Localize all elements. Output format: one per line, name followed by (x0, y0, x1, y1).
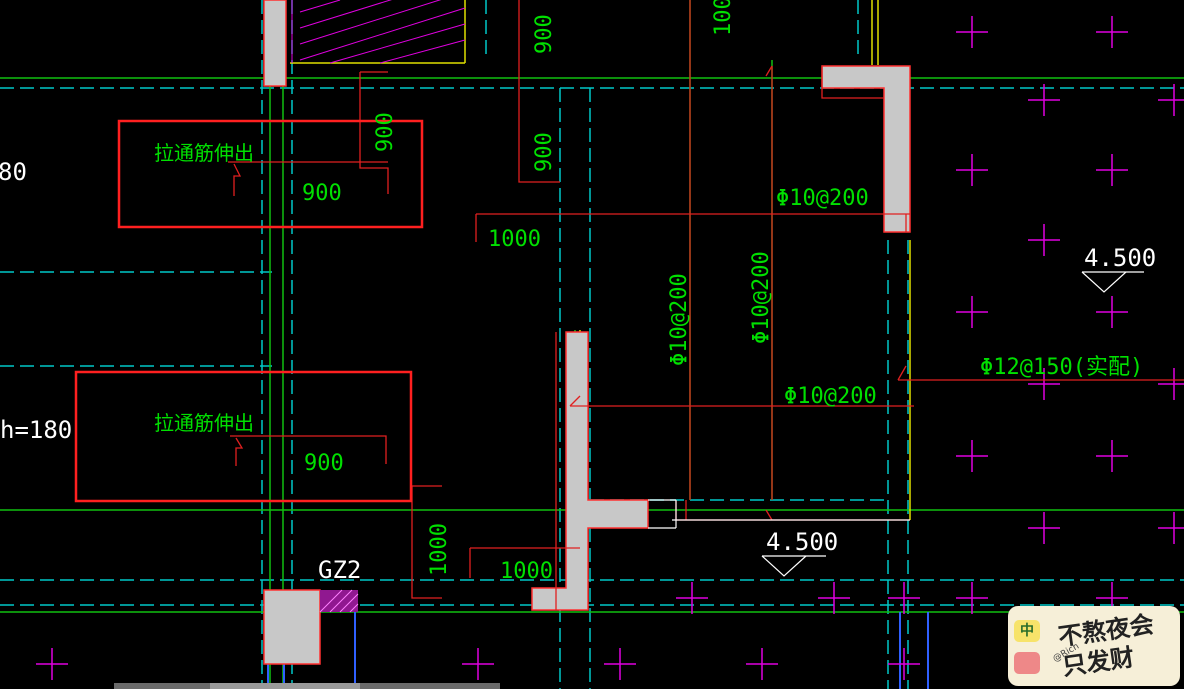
rebar-lines (228, 0, 1184, 610)
dim-900-vertical-c: 900 (532, 132, 557, 172)
column-hatch (319, 589, 359, 613)
rebar-horizontal-mid: Φ10@200 (784, 384, 877, 409)
blue-lines (267, 612, 929, 689)
column-gz2 (263, 589, 321, 665)
elevation-right: 4.500 (1084, 244, 1156, 272)
rebar-vertical-left: Φ10@200 (667, 273, 692, 366)
elevation-markers (761, 271, 1144, 577)
watermark-text: 不熬夜会 只发财 (1056, 606, 1180, 682)
dim-1000-vertical-low: 1000 (427, 523, 452, 576)
left-label-h180: h=180 (0, 416, 72, 444)
rebar-right: Φ12@150(实配) (980, 355, 1143, 380)
left-label-partial: 80 (0, 158, 27, 186)
wall-outlines (648, 499, 910, 529)
scrollbar-thumb[interactable] (210, 683, 360, 689)
chip-icon: 中 (1014, 620, 1040, 642)
highlight-box-2 (74, 370, 413, 503)
walls (263, 0, 911, 665)
hatch-region (291, 0, 466, 64)
highlight-box-1 (117, 119, 424, 229)
dim-900-vertical-a: 900 (373, 112, 398, 152)
box2-dim: 900 (304, 451, 344, 476)
wall-center-L (531, 331, 649, 611)
watermark-sticker: 中 @Rich 不熬夜会 只发财 (1008, 606, 1180, 686)
horizontal-scrollbar[interactable] (114, 683, 500, 689)
rebar-top-right: Φ10@200 (776, 186, 869, 211)
box2-note: 拉通筋伸出 (154, 411, 254, 435)
box1-note: 拉通筋伸出 (154, 141, 254, 165)
shirt-icon (1014, 652, 1040, 674)
wall-top-left (263, 0, 287, 87)
column-label-gz2: GZ2 (318, 556, 361, 584)
dim-900-vertical-b: 900 (532, 14, 557, 54)
elevation-bottom: 4.500 (766, 528, 838, 556)
dim-1000-vertical-top: 1000 (711, 0, 736, 36)
dim-1000-horizontal-top: 1000 (488, 227, 541, 252)
cross-markers (36, 16, 1184, 680)
dim-1000-horizontal-low: 1000 (500, 559, 553, 584)
rebar-vertical-right: Φ10@200 (749, 251, 774, 344)
sticker-icons: 中 (1014, 620, 1054, 674)
box1-dim: 900 (302, 181, 342, 206)
